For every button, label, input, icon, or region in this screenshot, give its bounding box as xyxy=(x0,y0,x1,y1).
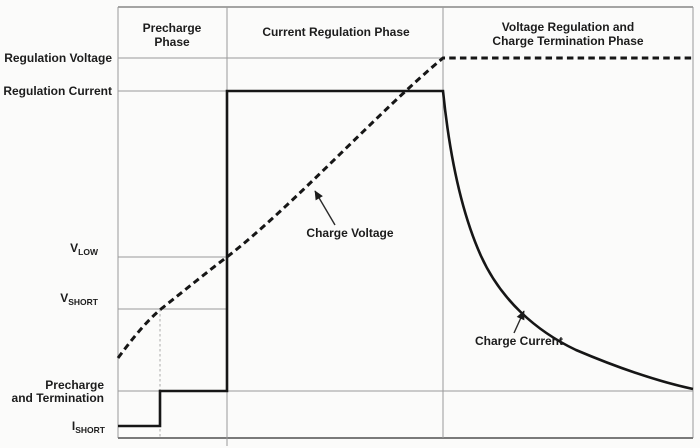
charge-current-label: Charge Current xyxy=(475,334,563,348)
phase-label-voltage-regulation-line2: Charge Termination Phase xyxy=(492,34,643,48)
vshort-label-main: V xyxy=(60,291,68,305)
charge-voltage-label: Charge Voltage xyxy=(306,226,393,240)
phase-label-current-regulation: Current Regulation Phase xyxy=(262,25,410,39)
phase-header-labels: Precharge Phase Current Regulation Phase… xyxy=(143,20,644,49)
ishort-label-main: I xyxy=(72,419,75,433)
y-axis-labels: Regulation Voltage Regulation Current VL… xyxy=(3,51,112,435)
phase-label-precharge-line2: Phase xyxy=(154,35,190,49)
reference-level-lines xyxy=(118,57,693,438)
curve-annotations: Charge Voltage Charge Current xyxy=(306,190,563,348)
precharge-termination-label-line2: and Termination xyxy=(12,391,104,405)
vlow-label: VLOW xyxy=(70,241,99,257)
vshort-label-sub: SHORT xyxy=(68,297,99,307)
charge-voltage-curve xyxy=(116,56,693,359)
phase-label-voltage-regulation-line1: Voltage Regulation and xyxy=(502,20,634,34)
vlow-label-sub: LOW xyxy=(78,247,99,257)
vlow-label-main: V xyxy=(70,241,78,255)
phase-label-precharge-line1: Precharge xyxy=(143,21,202,35)
ishort-label-sub: SHORT xyxy=(75,425,106,435)
charge-voltage-arrow xyxy=(314,190,336,226)
charge-current-arrow xyxy=(513,310,525,334)
vshort-label: VSHORT xyxy=(60,291,99,307)
ishort-label: ISHORT xyxy=(72,419,106,435)
plot-frame xyxy=(117,6,694,439)
regulation-current-label: Regulation Current xyxy=(3,84,112,98)
charge-current-curve xyxy=(118,89,694,428)
precharge-termination-label-line1: Precharge xyxy=(45,378,104,392)
regulation-voltage-label: Regulation Voltage xyxy=(4,51,112,65)
